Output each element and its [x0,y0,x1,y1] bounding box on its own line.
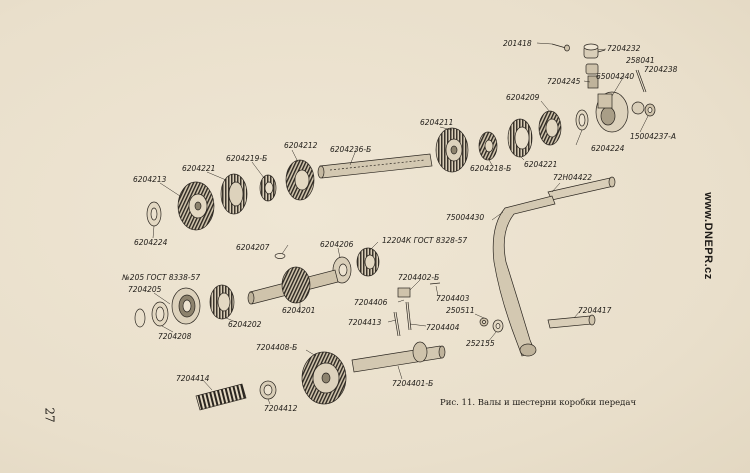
label-7204205: 7204205 [128,285,162,294]
rod-7204406 [405,301,412,331]
gear-6204212 [285,159,315,201]
gear-6204221-left [220,173,248,215]
bushing-7204232 [583,43,606,59]
label-6204202: 6204202 [228,320,262,329]
gear-6204202 [209,284,235,320]
bolt-201418 [551,43,570,52]
label-6204201: 6204201 [282,306,316,315]
ring-7204205 [134,308,146,328]
label-6204224-top: 6204224 [591,144,625,153]
bearing-205 [171,287,201,325]
gear-6204211 [435,127,469,173]
label-7204408B: 7204408-Б [256,343,298,352]
label-6204219B: 6204219-Б [226,154,268,163]
gear-6204219B [259,174,277,202]
label-6204212: 6204212 [284,141,318,150]
collar-7204245 [585,63,599,89]
label-7204404: 7204404 [426,323,460,332]
label-7204413: 7204413 [348,318,382,327]
label-7204412: 7204412 [264,404,298,413]
gear-6204209 [538,110,562,146]
block-7204402B [397,287,411,298]
label-201418: 201418 [503,39,532,48]
label-15004237A: 15004237-А [630,132,677,141]
pin-7204417 [547,314,596,329]
label-6204213: 6204213 [133,175,167,184]
label-6204206: 6204206 [320,240,354,249]
shaft-7204401B [351,341,446,373]
label-7204406: 7204406 [354,298,388,307]
gear-7204408B [301,351,347,405]
label-6204221-left: 6204221 [182,164,216,173]
figure-caption: Рис. 11. Валы и шестерни коробки передач [440,398,637,408]
label-250511: 250511 [446,306,475,315]
ring-7204208 [151,301,169,327]
pin-7204238 [635,69,647,93]
shaft-6204201 [247,266,339,305]
label-6204209: 6204209 [506,93,540,102]
washer-252155 [492,319,504,333]
label-7204232: 7204232 [607,44,641,53]
watermark: www.DNEPR.cz [701,192,714,280]
label-7204403: 7204403 [436,294,470,303]
label-258041: 258041 [626,56,655,65]
lever-75004430 [492,195,556,357]
label-7204402B: 7204402-Б [398,273,440,282]
gear-6204221-right [507,118,533,158]
leader-lines [152,42,649,405]
label-7204414: 7204414 [176,374,210,383]
gear-6204213 [177,181,215,231]
label-6204224-left: 6204224 [134,238,168,247]
flange-65004240 [595,91,629,133]
label-6204221-right: 6204221 [524,160,558,169]
pin-7204403 [429,282,441,285]
bearing-12204K [356,247,380,277]
washer-250511 [479,317,489,327]
label-6204236B: 6204236-Б [330,145,372,154]
label-7204417: 7204417 [578,306,612,315]
label-7204245: 7204245 [547,77,581,86]
label-205-gost: №205 ГОСТ 8338-57 [122,273,201,282]
label-12204K: 12204К ГОСТ 8328-57 [382,236,468,245]
spring-7204414 [195,383,247,411]
shaft-6204236B [317,153,433,179]
label-75004430: 75004430 [446,213,485,222]
ring-6204224-top [575,109,589,131]
label-7204208: 7204208 [158,332,192,341]
label-7204238: 7204238 [644,65,678,74]
label-6204218B: 6204218-Б [470,164,512,173]
rod-7204413 [393,311,401,337]
page-number: 27 [42,407,57,423]
nut-15004237A [631,101,656,117]
bushing-7204412 [259,380,277,400]
label-65004240: 65004240 [596,72,635,81]
washer-6204224 [146,201,162,227]
pin-6204207 [274,253,286,259]
gear-6204206 [332,256,352,284]
gear-6204218B [478,131,498,161]
label-6204211: 6204211 [420,118,454,127]
label-252155: 252155 [466,339,495,348]
label-72H04422: 72Н04422 [553,173,593,182]
label-7204401B: 7204401-Б [392,379,434,388]
label-6204207: 6204207 [236,243,270,252]
